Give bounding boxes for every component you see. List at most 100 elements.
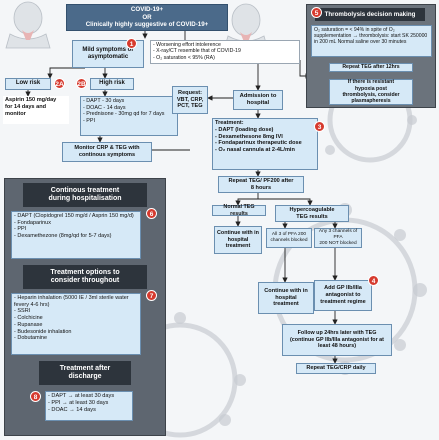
admission-line2: hospital xyxy=(246,100,270,106)
follow-line2: (continue GP IIb/IIIa antagonist for at xyxy=(290,336,384,343)
gp-line2: antagonist to xyxy=(325,292,361,299)
continue-treatment-box-1: Continue with in hospital treatment xyxy=(214,226,262,254)
resistant-hypoxia-box: If there is resistant hypoxia post throm… xyxy=(329,79,413,105)
any3-line2: 200 NOT blocked xyxy=(319,240,357,246)
worsening-criteria-box: - Worsening effort intolerence - X-ray/C… xyxy=(150,40,300,64)
worsening-item: - Worsening effort intolerence xyxy=(153,42,221,48)
resistant-line2: hypoxia post xyxy=(355,85,387,92)
continuous-item: - PPI xyxy=(14,226,27,233)
hyper-line1: Hypercoagulable xyxy=(289,206,335,213)
all-channels-blocked-box: All 3 of PFA 200 channels blocked xyxy=(266,228,312,248)
treatment-panel: Continous treatment during hospitalisati… xyxy=(4,178,166,436)
after-discharge-title: Treatment after discharge xyxy=(39,361,131,385)
badge-1: 1 xyxy=(126,38,137,49)
after-item: - DAPT → at least 30 days xyxy=(48,393,115,399)
resistant-line1: If there is resistant xyxy=(347,79,395,86)
continuous-title: Continous treatment during hospitalisati… xyxy=(23,183,147,207)
request-box: Request: VBT, CRP, PCT, TEG xyxy=(172,86,208,114)
aspirin-line2: for 14 days and monitor xyxy=(5,103,47,117)
badge-3: 3 xyxy=(314,121,325,132)
continuous-title-line2: during hospitalisation xyxy=(48,195,122,202)
any3-line1: Any 3 channels of PFA xyxy=(318,229,358,241)
covid-line2: OR xyxy=(142,13,152,21)
options-list: - Heparin inhalation (5000 IE / 3ml ster… xyxy=(11,293,141,355)
continue1-line1: Continue with in xyxy=(217,230,259,237)
continuous-list: - DAPT (Clopidogrel 150 mg/d / Asprin 15… xyxy=(11,211,141,259)
continue1-line3: treatment xyxy=(225,243,251,250)
treatment-item: Treatment: xyxy=(215,120,244,126)
treatment-box: Treatment: - DAPT (loading dose) - Dexam… xyxy=(212,118,318,170)
thrombolysis-panel: Thrombolysis decision making O₂ saturati… xyxy=(306,4,436,108)
admission-line1: Admission to xyxy=(239,92,277,99)
high-risk-box: High risk xyxy=(90,78,134,90)
high-risk-treatment-box: - DAPT - 30 days - DOAC - 14 days - Pred… xyxy=(80,96,178,136)
options-item: - Colchicine xyxy=(14,315,43,322)
badge-7: 7 xyxy=(146,290,157,301)
options-item: - Dobutamine xyxy=(14,335,48,342)
options-item: - Rupanase xyxy=(14,321,43,328)
repeat-teg-line2: 8 hours xyxy=(250,184,272,191)
after-item: - DOAC → 14 days xyxy=(48,406,96,413)
monitor-line1: Monitor CRP & TEG with xyxy=(74,145,140,152)
all3-line1: All 3 of PFA 200 xyxy=(271,232,307,238)
request-line3: PCT, TEG xyxy=(177,103,203,110)
resistant-line4: plasmapheresis xyxy=(351,98,391,105)
continuous-item: - Fondaparinux xyxy=(14,219,51,226)
channels-not-blocked-box: Any 3 channels of PFA 200 NOT blocked xyxy=(314,228,362,248)
covid-line1: COVID-19+ xyxy=(130,6,164,14)
treatment-item: - Fondaparinux therapeutic dose xyxy=(215,140,302,147)
options-item: - Budesonide inhalation xyxy=(14,328,72,335)
after-title-line1: Treatment after xyxy=(59,364,111,372)
after-item: - PPI → at least 30 days xyxy=(48,399,109,406)
gp-antagonist-box: Add GP IIb/IIIa antagonist to treatment … xyxy=(314,280,372,311)
high-risk-item: - DAPT - 30 days xyxy=(83,98,125,104)
gp-line3: treatment regime xyxy=(320,298,366,305)
options-item: - Heparin inhalation (5000 IE / 3ml ster… xyxy=(14,295,129,308)
badge-2a: 2A xyxy=(54,78,65,89)
continuous-title-line1: Continous treatment xyxy=(50,186,120,194)
worsening-item: - O₂ saturation < 95% (RA) xyxy=(153,54,215,61)
hypercoagulable-box: Hypercoagulable TEG results xyxy=(275,205,349,222)
treatment-item: - O₂ nasal cannula at 2-4L/min xyxy=(215,147,295,154)
continue2-line1: Continue with in xyxy=(264,287,308,294)
normal-teg-label: Normal TEG results xyxy=(223,203,255,217)
follow-line1: Follow up 24hrs later with TEG xyxy=(297,330,377,337)
resistant-line3: thrombolysis, consider xyxy=(342,92,400,98)
monitor-line2: continous symptoms xyxy=(78,152,136,158)
repeat-daily-box: Repeat TEG/CRP daily xyxy=(296,363,376,374)
after-title-line2: discharge xyxy=(68,373,102,380)
aspirin-line1: Aspirin 150 mg/day xyxy=(5,97,57,103)
options-item: - SSRI xyxy=(14,308,31,315)
options-title-line1: Treatment options to xyxy=(50,268,120,276)
badge-6: 6 xyxy=(146,208,157,219)
options-title-line2: consider throughout xyxy=(50,277,120,284)
repeat-daily-label: Repeat TEG/CRP daily xyxy=(306,365,366,372)
aspirin-box: Aspirin 150 mg/day for 14 days and monit… xyxy=(3,96,69,124)
repeat-teg-box: Repeat TEG/ PF200 after 8 hours xyxy=(218,176,304,193)
follow-up-box: Follow up 24hrs later with TEG (continue… xyxy=(282,324,392,356)
covid-line3: Clinically highly suggestive of COVID-19… xyxy=(85,21,209,29)
continue-treatment-box-2: Continue with in hospital treatment xyxy=(258,282,314,314)
after-discharge-list: - DAPT → at least 30 days - PPI → at lea… xyxy=(45,391,133,421)
badge-8: 8 xyxy=(30,391,41,402)
request-line1: Request: xyxy=(178,89,202,96)
high-risk-item: - PPI xyxy=(83,117,95,124)
continue1-line2: hospital xyxy=(227,236,249,243)
thrombolysis-title: Thrombolysis decision making xyxy=(315,8,425,21)
continue2-line3: treatment xyxy=(273,301,299,308)
mild-line2: asymptomatic xyxy=(87,54,129,60)
continuous-item: - Dexamethezone (8mg/qd for 5-7 days) xyxy=(14,233,112,240)
repeat-teg-12h-box: Repeat TEG after 12hrs xyxy=(329,63,413,72)
worsening-item: - X-ray/CT resemble that of COVID-19 xyxy=(153,48,241,55)
treatment-item: - Dexamethesone 8mg IVI xyxy=(215,133,283,140)
follow-line3: least 48 hours) xyxy=(317,343,357,350)
high-risk-item: - Prednisone - 30mg qd for 7 days xyxy=(83,111,165,118)
options-title: Treatment options to consider throughout xyxy=(23,265,147,289)
gp-line1: Add GP IIb/IIIa xyxy=(324,285,362,292)
high-risk-item: - DOAC - 14 days xyxy=(83,104,126,111)
covid-positive-box: COVID-19+ OR Clinically highly suggestiv… xyxy=(66,4,228,31)
monitor-box: Monitor CRP & TEG with continous symptom… xyxy=(62,142,152,162)
mild-line1: Mild symptoms or xyxy=(82,46,134,53)
low-risk-label: Low risk xyxy=(15,80,41,87)
low-risk-box: Low risk xyxy=(5,78,51,90)
